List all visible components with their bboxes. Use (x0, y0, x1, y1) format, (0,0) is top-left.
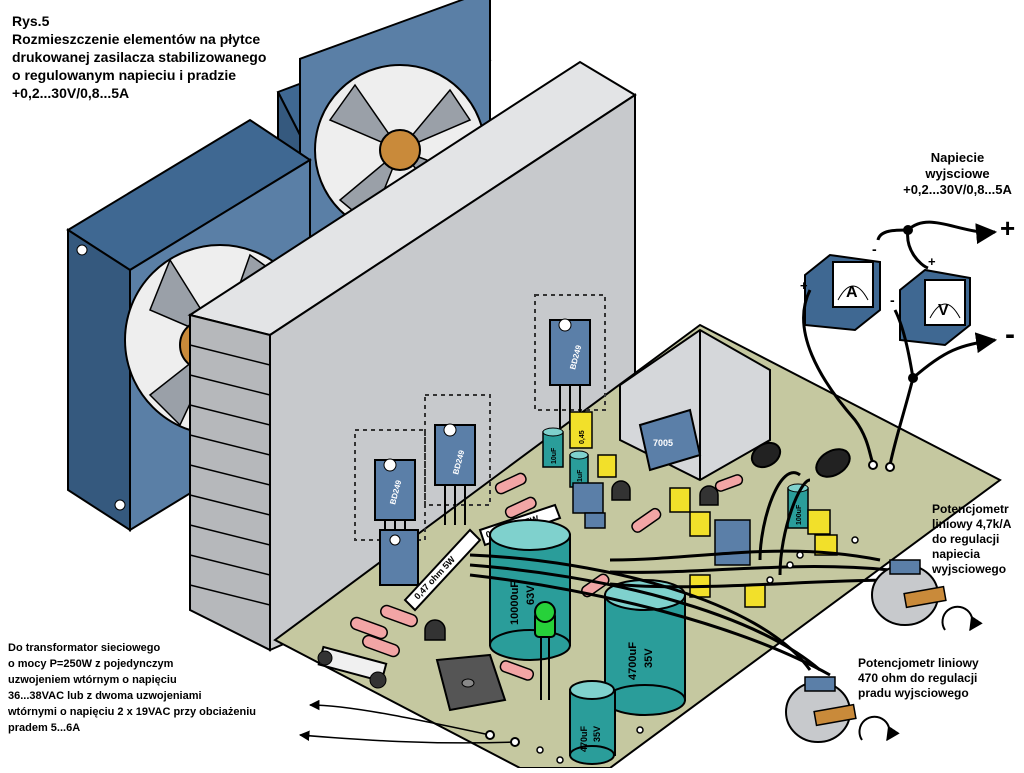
pot-voltage-line-2: liniowy 4,7k/A (932, 517, 1012, 531)
transformer-line-4: 36...38VAC lub z dwoma uzwojeniami (8, 690, 202, 702)
capacitor-100uf: 100uF (787, 483, 809, 529)
title-line-3: o regulowanym napieciu i pradzie (12, 67, 237, 83)
potentiometer-current (785, 676, 900, 743)
cap-10000-value: 10000uF (509, 581, 521, 625)
ammeter-symbol: A (846, 284, 858, 301)
output-minus-sign: - (1005, 318, 1015, 351)
output-label-line-2: wyjsciowe (925, 166, 990, 181)
cap-470-voltage: 35V (592, 726, 602, 742)
voltmeter: V + - (890, 254, 971, 347)
cap-4700-voltage: 35V (643, 648, 655, 668)
pot-voltage-line-4: napiecia (932, 547, 981, 561)
potentiometer-voltage (871, 559, 983, 632)
capacitor-10000uf: 10000uF 63V (489, 519, 571, 661)
output-voltage-label: Napiecie wyjsciowe +0,2...30V/0,8...5A (900, 150, 1015, 198)
cap-4700-value: 4700uF (627, 642, 639, 680)
capacitor-10uf: 10uF (542, 427, 564, 468)
fuse (317, 645, 388, 689)
regulator-label: 7005 (653, 438, 673, 448)
pot-current-label: Potencjometr liniowy 470 ohm do regulacj… (858, 656, 979, 701)
transformer-line-6: pradem 5...6A (8, 722, 81, 734)
voltmeter-symbol: V (938, 302, 949, 319)
pot-voltage-line-3: do regulacji (932, 532, 1000, 546)
bridge-rectifier (435, 653, 507, 712)
pot-voltage-line-5: wyjsciowego (932, 562, 1007, 576)
pot-voltage-line-1: Potencjometr (932, 502, 1009, 516)
cap-10uf-label: 10uF (551, 447, 558, 464)
led (534, 601, 556, 700)
title-line-1: Rozmieszczenie elementów na płytce (12, 31, 261, 47)
output-plus-sign: + (1000, 213, 1016, 243)
ammeter-plus: + (800, 278, 808, 293)
cap-1uf-label: 1uF (577, 469, 584, 482)
figure-number: Rys.5 (12, 13, 50, 29)
figure-title: Rys.5 Rozmieszczenie elementów na płytce… (12, 12, 266, 102)
transformer-line-2: o mocy P=250W z pojedynczym (8, 658, 174, 670)
transformer-line-5: wtórnymi o napięciu 2 x 19VAC przy obcia… (8, 706, 256, 718)
transistor-4 (379, 529, 419, 586)
capacitor-045: 0,45 (569, 411, 593, 449)
pot-voltage-label: Potencjometr liniowy 4,7k/A do regulacji… (932, 502, 1011, 577)
output-label-line-3: +0,2...30V/0,8...5A (903, 182, 1012, 197)
capacitor-1uf: 1uF (569, 450, 589, 488)
cap-10000-voltage: 63V (525, 585, 537, 605)
cap-470-value: 470uF (579, 725, 589, 752)
title-line-2: drukowanej zasilacza stabilizowanego (12, 49, 267, 65)
transistor-3: BD249 (549, 318, 591, 430)
cap-100uf-label: 100uF (796, 504, 803, 525)
voltmeter-minus: - (890, 292, 895, 308)
cap-045-label: 0,45 (579, 430, 586, 444)
ammeter: A + - (800, 241, 881, 332)
pot-current-line-3: pradu wyjsciowego (858, 686, 969, 700)
pot-current-line-1: Potencjometr liniowy (858, 656, 979, 670)
title-line-4: +0,2...30V/0,8...5A (12, 85, 130, 101)
transformer-line-1: Do transformator sieciowego (8, 642, 161, 654)
regulator-7005: 7005 (638, 408, 702, 472)
capacitor-470uf: 470uF 35V (569, 680, 616, 765)
transformer-label: Do transformator sieciowego o mocy P=250… (8, 640, 256, 736)
output-label-line-1: Napiecie (930, 150, 985, 165)
transistor-1: BD249 (374, 458, 416, 560)
voltmeter-plus: + (928, 254, 936, 269)
transformer-line-3: uzwojeniem wtórnym o napięciu (8, 674, 177, 686)
ammeter-minus: - (872, 241, 877, 257)
pot-current-line-2: 470 ohm do regulacji (858, 671, 978, 685)
transistor-2: BD249 (434, 423, 476, 525)
